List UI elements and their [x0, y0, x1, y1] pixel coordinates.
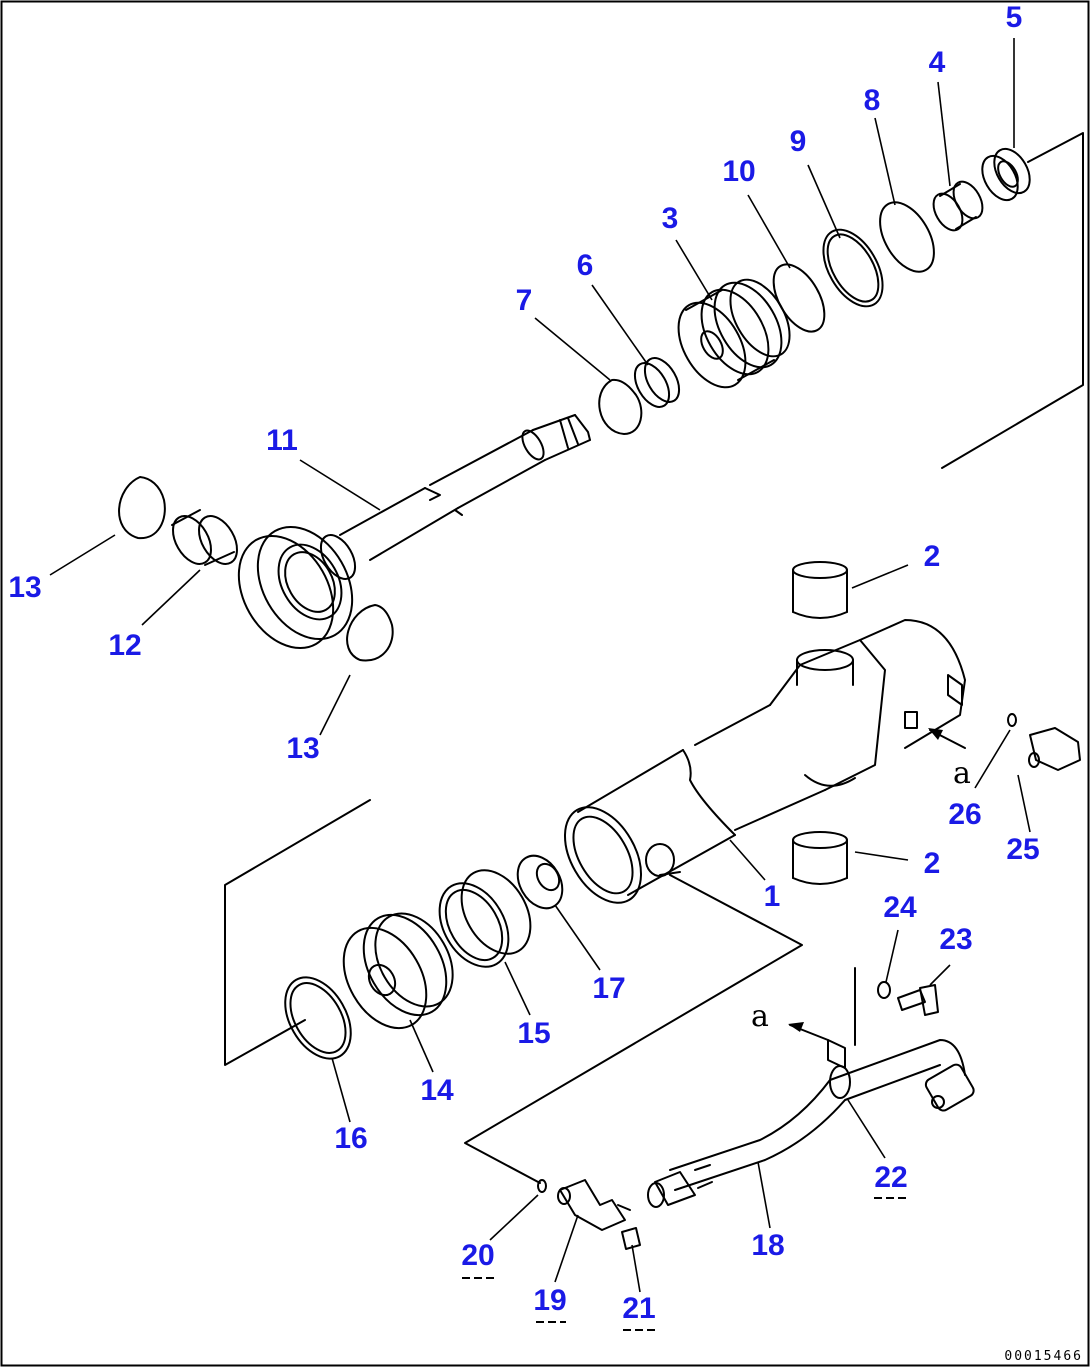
- label-20: 20: [461, 1239, 494, 1272]
- label-23: 23: [939, 923, 972, 956]
- leader-3: [675, 239, 713, 301]
- view-arrow-a-lower-head: [788, 1022, 804, 1032]
- part-16-ring: [284, 976, 352, 1060]
- label-4: 4: [929, 46, 946, 79]
- part-17-nut: [516, 854, 564, 910]
- label-16: 16: [334, 1122, 367, 1155]
- label-11: 11: [266, 424, 298, 457]
- label-1: 1: [764, 880, 781, 913]
- view-arrow-a-upper-head: [928, 728, 943, 740]
- label-10: 10: [722, 155, 755, 188]
- reference-id: 00015466: [1004, 1349, 1083, 1364]
- label-7: 7: [516, 284, 533, 317]
- part-2-bushing-top: [792, 561, 848, 619]
- label-13-upper: 13: [8, 571, 41, 604]
- leader-13-upper: [49, 534, 116, 576]
- label-2-upper: 2: [924, 540, 941, 573]
- leader-1: [729, 839, 766, 881]
- leader-25: [1017, 774, 1031, 833]
- part-13-snap-ring-right: [346, 604, 394, 662]
- view-letter-a-upper: a: [953, 756, 971, 791]
- leader-14: [409, 1019, 434, 1073]
- part-5-ring: [981, 147, 1031, 202]
- leader-12: [141, 569, 201, 626]
- part-20-o-ring: [537, 1179, 547, 1193]
- part-4-bushing: [932, 180, 984, 232]
- label-19: 19: [533, 1284, 566, 1317]
- label-15: 15: [517, 1017, 550, 1050]
- label-18: 18: [751, 1229, 784, 1262]
- bracket-lower-left: [224, 799, 371, 1066]
- part-9-ring: [822, 228, 884, 308]
- leader-13-lower: [319, 674, 351, 736]
- label-12: 12: [108, 629, 141, 662]
- label-8: 8: [864, 84, 881, 117]
- view-letter-a-lower: a: [751, 999, 769, 1034]
- leader-8: [874, 117, 896, 206]
- label-26: 26: [948, 798, 981, 831]
- label-14: 14: [420, 1074, 454, 1107]
- label-24: 24: [883, 891, 917, 924]
- label-17: 17: [592, 972, 625, 1005]
- part-24-washer: [877, 981, 891, 999]
- part-22-pipe: [669, 1039, 975, 1191]
- leader-21: [631, 1244, 641, 1293]
- part-12-bushing: [171, 509, 238, 566]
- leader-20: [489, 1194, 539, 1241]
- part-2-bushing-bottom: [792, 831, 848, 885]
- leader-24: [885, 929, 899, 983]
- leader-23: [929, 964, 951, 986]
- leader-10: [747, 194, 791, 269]
- leader-17: [554, 904, 601, 971]
- part-11-rod-eye: [237, 525, 354, 650]
- leader-2-upper: [851, 564, 909, 589]
- part-10-ring: [772, 263, 826, 333]
- label-2-lower: 2: [924, 847, 941, 880]
- part-3-piston: [677, 278, 791, 389]
- part-23-bolt: [897, 984, 939, 1016]
- bracket-upper-right: [941, 132, 1084, 469]
- label-21: 21: [622, 1292, 655, 1325]
- part-21-bolt: [621, 1227, 641, 1250]
- label-25: 25: [1006, 833, 1039, 866]
- part-18-hose: [647, 1164, 713, 1208]
- part-19-elbow: [557, 1179, 631, 1231]
- part-7-snap-ring: [598, 378, 643, 435]
- leader-9: [807, 164, 841, 239]
- leader-6: [591, 284, 649, 366]
- part-13-snap-ring-left: [118, 476, 166, 540]
- leader-26: [974, 729, 1011, 789]
- leader-2-lower: [854, 851, 909, 861]
- part-8-ring: [879, 201, 935, 273]
- label-5: 5: [1006, 1, 1023, 34]
- label-13-lower: 13: [286, 732, 319, 765]
- leader-18: [757, 1161, 771, 1229]
- part-15-ring: [438, 869, 532, 968]
- leader-11: [299, 459, 381, 511]
- leader-19: [554, 1214, 579, 1283]
- leader-16: [331, 1057, 351, 1123]
- label-3: 3: [662, 202, 679, 235]
- part-1-cylinder: [564, 619, 966, 904]
- leader-7: [534, 317, 611, 381]
- leader-4: [937, 81, 951, 187]
- part-6-ring: [633, 357, 681, 408]
- label-9: 9: [790, 125, 807, 158]
- part-25-fitting: [1028, 727, 1081, 771]
- part-26-o-ring: [1007, 713, 1017, 727]
- bracket-pipe: [464, 874, 803, 1184]
- leader-15: [504, 961, 531, 1016]
- label-22: 22: [874, 1161, 907, 1194]
- label-6: 6: [577, 249, 594, 282]
- part-11-rod: [319, 414, 591, 580]
- leader-22: [847, 1099, 886, 1159]
